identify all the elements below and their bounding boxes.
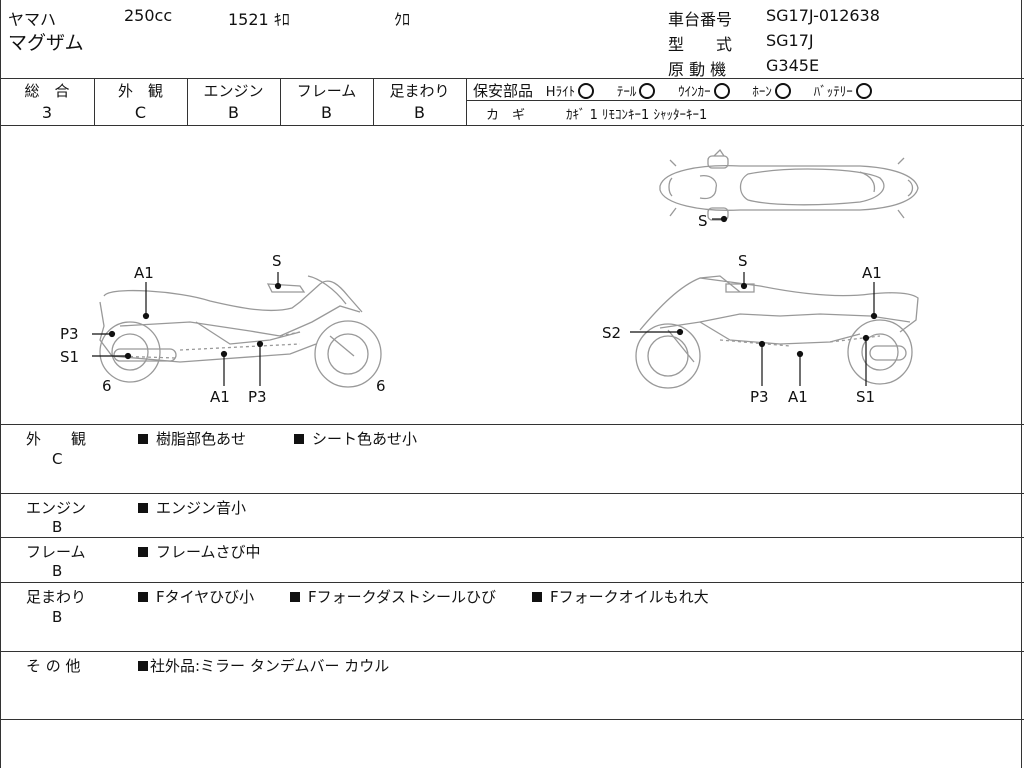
- divider: [0, 493, 1024, 494]
- bullet-square-icon: [138, 434, 148, 444]
- grade-frame-value: B: [321, 103, 332, 122]
- frame-no-label: 車台番号: [668, 10, 733, 29]
- maker: ヤマハ: [8, 10, 57, 29]
- divider: [0, 78, 1024, 79]
- bullet-square-icon: [138, 592, 148, 602]
- bullet-square-icon: [532, 592, 542, 602]
- safety-parts: 保安部品 Hﾗｲﾄ ﾃｰﾙ ｳｲﾝｶｰ ﾎｰﾝ ﾊﾞｯﾃﾘｰ: [473, 80, 872, 101]
- divider: [0, 424, 1024, 425]
- engine-label: 原 動 機: [668, 60, 727, 79]
- label-right-s-top: S: [738, 252, 748, 270]
- grade-suspension-label: 足まわり: [389, 82, 450, 100]
- section-item: Fタイヤひび小: [138, 586, 254, 607]
- divider: [0, 651, 1024, 652]
- section-item: エンジン音小: [138, 497, 246, 518]
- section-item: 社外品:ミラー タンデムバー カウル: [138, 655, 389, 676]
- grade-engine-label: エンジン: [203, 82, 264, 100]
- check-circle-icon: [855, 83, 872, 99]
- check-circle-icon: [639, 83, 656, 99]
- section-grade: B: [52, 518, 63, 536]
- bullet-square-icon: [290, 592, 300, 602]
- bullet-square-icon: [138, 661, 148, 671]
- frame-no: SG17J-012638: [766, 6, 880, 25]
- model-name: マグザム: [8, 32, 84, 54]
- check-circle-icon: [578, 83, 595, 99]
- divider: [0, 719, 1024, 720]
- grade-frame-label: フレーム: [296, 82, 357, 100]
- grade-engine-value: B: [228, 103, 239, 122]
- type-value: SG17J: [766, 31, 814, 50]
- section-grade: C: [52, 450, 63, 468]
- label-right-s2: S2: [602, 324, 621, 342]
- key-label: カ ギ: [486, 108, 526, 123]
- label-right-p3-bottom: P3: [750, 388, 769, 406]
- safety-battery: ﾊﾞｯﾃﾘｰ: [814, 83, 872, 100]
- scooter-diagram: S A1 S P3 S1 6 A1 P3 6 S A1 S2 P3 A1 S1: [60, 148, 919, 406]
- label-right-a1-top: A1: [862, 264, 882, 282]
- section-label: 外 観: [26, 430, 87, 448]
- safety-taillight: ﾃｰﾙ: [617, 83, 656, 100]
- label-left-a1-bottom: A1: [210, 388, 230, 406]
- safety-winker: ｳｲﾝｶｰ: [678, 83, 730, 100]
- type-label: 型 式: [668, 35, 733, 54]
- section-grade: B: [52, 608, 63, 626]
- section-item: 樹脂部色あせ: [138, 428, 246, 449]
- label-left-6b: 6: [376, 377, 386, 395]
- bullet-square-icon: [294, 434, 304, 444]
- grade-overall-value: 3: [41, 103, 53, 122]
- grade-appearance-value: C: [134, 103, 147, 122]
- key-info: ｶｷﾞ 1 ﾘﾓｺﾝｷｰ1 ｼｬｯﾀｰｷｰ1: [566, 108, 708, 123]
- scooter-top-view: [659, 148, 919, 221]
- label-left-s-top: S: [272, 252, 282, 270]
- label-right-s1-bottom: S1: [856, 388, 875, 406]
- section-item: Fフォークダストシールひび: [290, 586, 496, 607]
- mileage: 1521 ｷﾛ: [228, 10, 290, 29]
- bullet-square-icon: [138, 547, 148, 557]
- check-circle-icon: [713, 83, 730, 99]
- safety-horn: ﾎｰﾝ: [752, 83, 791, 100]
- bullet-square-icon: [138, 503, 148, 513]
- grade-overall-label: 総 合: [24, 82, 70, 100]
- label-left-s1: S1: [60, 348, 79, 366]
- label-left-p3: P3: [60, 325, 79, 343]
- safety-headlight: Hﾗｲﾄ: [546, 83, 595, 100]
- section-label: そ の 他: [26, 657, 81, 675]
- label-left-a1-top: A1: [134, 264, 154, 282]
- grade-appearance-label: 外 観: [117, 82, 163, 100]
- label-left-p3-bottom: P3: [248, 388, 267, 406]
- color: ｸﾛ: [394, 10, 411, 29]
- label-top-s: S: [698, 212, 708, 230]
- section-item: フレームさび中: [138, 541, 261, 562]
- displacement: 250cc: [124, 6, 173, 25]
- divider: [0, 537, 1024, 538]
- check-circle-icon: [774, 83, 791, 99]
- label-left-6a: 6: [102, 377, 112, 395]
- divider: [0, 582, 1024, 583]
- scooter-right-side-view: [635, 275, 919, 389]
- section-label: 足まわり: [26, 588, 87, 606]
- safety-label: 保安部品: [473, 82, 534, 100]
- grade-suspension-value: B: [414, 103, 425, 122]
- label-right-a1-bottom: A1: [788, 388, 808, 406]
- section-item: シート色あせ小: [294, 428, 417, 449]
- border-right: [1021, 0, 1022, 768]
- scooter-left-side-view: [99, 275, 382, 388]
- section-item: Fフォークオイルもれ大: [532, 586, 709, 607]
- divider: [0, 125, 1024, 126]
- section-label: フレーム: [26, 543, 86, 561]
- engine-value: G345E: [766, 56, 820, 75]
- border-left: [0, 0, 1, 768]
- section-label: エンジン: [26, 499, 87, 517]
- section-grade: B: [52, 562, 63, 580]
